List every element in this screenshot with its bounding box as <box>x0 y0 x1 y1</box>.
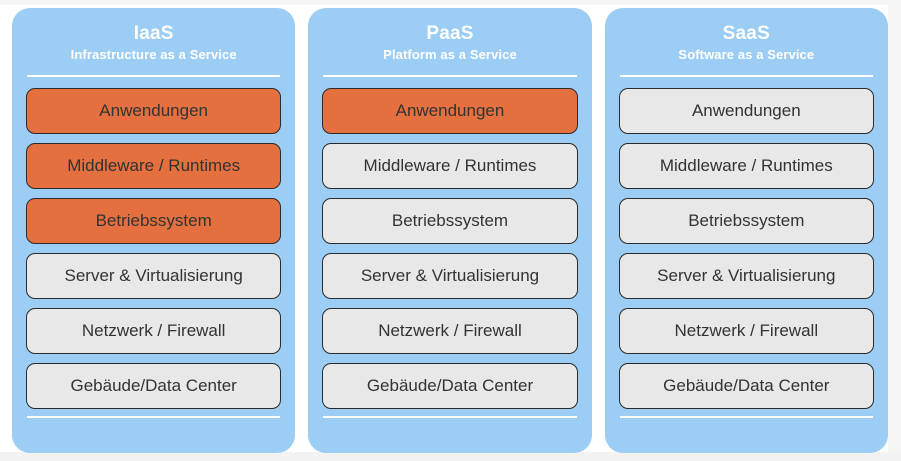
layer-label: Netzwerk / Firewall <box>378 321 522 340</box>
layer-label: Netzwerk / Firewall <box>674 321 819 340</box>
layer-label: Betriebssystem <box>688 211 805 230</box>
layer-label: Middleware / Runtimes <box>67 156 241 175</box>
layer-label: Anwendungen <box>395 101 505 120</box>
layer-box[interactable]: Betriebssystem <box>618 198 874 244</box>
page-edge-bottom <box>0 452 901 461</box>
layer-label: Middleware / Runtimes <box>363 156 537 175</box>
layer-label: Gebäude/Data Center <box>663 376 830 395</box>
panel-title-paas: PaaS <box>426 23 474 44</box>
panel-footer-space-paas <box>322 418 577 453</box>
layer-box[interactable]: Middleware / Runtimes <box>322 143 578 189</box>
layer-label: Betriebssystem <box>95 211 212 230</box>
layer-box[interactable]: Betriebssystem <box>26 198 282 244</box>
page-edge-top <box>0 0 901 5</box>
panel-header-iaas: IaaS Infrastructure as a Service <box>26 22 281 71</box>
layer-box[interactable]: Betriebssystem <box>322 198 578 244</box>
panel-footer-divider-paas <box>323 416 577 418</box>
layer-box[interactable]: Middleware / Runtimes <box>618 143 874 189</box>
layer-box[interactable]: Server & Virtualisierung <box>322 253 578 299</box>
layer-label: Gebäude/Data Center <box>366 376 534 395</box>
panel-footer-space-saas <box>619 418 874 453</box>
layer-label: Server & Virtualisierung <box>64 266 243 285</box>
layer-box[interactable]: Server & Virtualisierung <box>26 253 282 299</box>
layer-box[interactable]: Anwendungen <box>322 88 578 134</box>
panel-subtitle-iaas: Infrastructure as a Service <box>70 47 237 62</box>
layer-label: Anwendungen <box>691 101 801 120</box>
layer-box[interactable]: Server & Virtualisierung <box>618 253 874 299</box>
panel-subtitle-saas: Software as a Service <box>678 47 815 62</box>
layer-box[interactable]: Netzwerk / Firewall <box>26 308 282 354</box>
layer-box[interactable]: Gebäude/Data Center <box>618 363 874 409</box>
layer-label: Gebäude/Data Center <box>70 376 237 395</box>
panel-title-iaas: IaaS <box>133 23 174 44</box>
panel-title-saas: SaaS <box>722 23 770 44</box>
panel-header-divider-paas <box>323 75 577 77</box>
panel-footer-space-iaas <box>26 418 281 453</box>
page-edge-right <box>888 0 901 461</box>
layer-label: Netzwerk / Firewall <box>81 321 226 340</box>
layer-label: Middleware / Runtimes <box>659 156 833 175</box>
layer-box[interactable]: Gebäude/Data Center <box>26 363 282 409</box>
panel-footer-divider-saas <box>619 416 873 418</box>
panel-header-divider-saas <box>619 75 873 77</box>
layer-box[interactable]: Netzwerk / Firewall <box>322 308 578 354</box>
layer-label: Anwendungen <box>99 101 209 120</box>
panel-header-paas: PaaS Platform as a Service <box>322 22 577 71</box>
layer-box[interactable]: Anwendungen <box>618 88 874 134</box>
layer-label: Server & Virtualisierung <box>657 266 836 285</box>
layer-box[interactable]: Anwendungen <box>26 88 282 134</box>
layer-label: Betriebssystem <box>391 211 509 230</box>
layer-box[interactable]: Middleware / Runtimes <box>26 143 282 189</box>
layer-box[interactable]: Netzwerk / Firewall <box>618 308 874 354</box>
layer-box[interactable]: Gebäude/Data Center <box>322 363 578 409</box>
panel-footer-divider-iaas <box>27 416 281 418</box>
panel-header-divider-iaas <box>27 75 281 77</box>
panel-subtitle-paas: Platform as a Service <box>383 47 517 62</box>
layer-label: Server & Virtualisierung <box>360 266 540 285</box>
panel-header-saas: SaaS Software as a Service <box>619 22 874 71</box>
